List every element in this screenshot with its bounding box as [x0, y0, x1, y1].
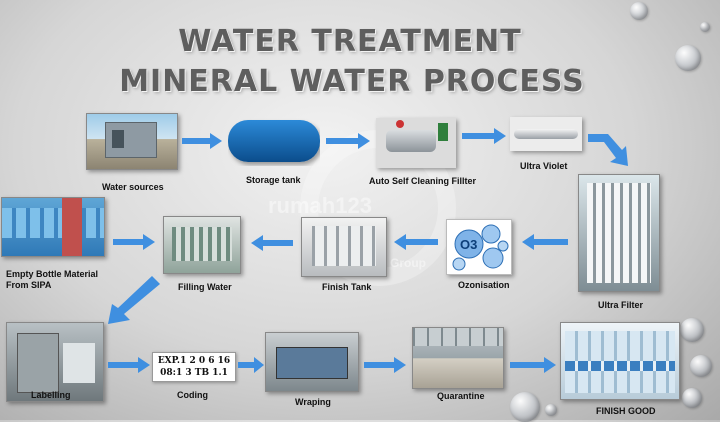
watermark-text: rumah123 [268, 193, 372, 218]
label-ultra-violet: Ultra Violet [520, 161, 568, 171]
label-ultra-filter: Ultra Filter [598, 300, 644, 310]
ozonisation-image: O3 [446, 219, 512, 275]
arrow-right [510, 357, 556, 373]
decorative-bubble [545, 404, 557, 416]
title-line-1: WATER TREATMENT [178, 24, 522, 59]
arrow-right [108, 357, 150, 373]
watermark-sub: Group [390, 256, 426, 270]
decorative-bubble [630, 2, 648, 20]
arrow-bend-down [588, 134, 628, 166]
coding-line-2: 08:1 3 TB 1.1 [160, 368, 228, 378]
wraping-photo [265, 332, 359, 392]
label-quarantine: Quarantine [437, 391, 485, 401]
watermark-logo: rumah123 [268, 193, 372, 219]
coding-line-1: EXP.1 2 0 6 16 [157, 356, 231, 366]
arrow-diagonal-down-left [108, 276, 160, 324]
label-auto-filter: Auto Self Cleaning Fillter [369, 176, 477, 186]
label-filling-water: Filling Water [178, 282, 232, 292]
arrow-right [113, 234, 155, 250]
decorative-bubble [682, 388, 702, 408]
arrow-right [326, 133, 370, 149]
label-empty-bottle: Empty Bottle Material From SIPA [6, 269, 98, 291]
auto-filter-photo [376, 118, 456, 168]
ultra-violet-photo [510, 117, 582, 151]
arrow-right [182, 133, 222, 149]
decorative-bubble [675, 45, 701, 71]
decorative-bubble [690, 355, 712, 377]
label-water-sources: Water sources [102, 182, 164, 192]
label-labelling: Labelling [31, 390, 71, 400]
quarantine-photo [412, 327, 504, 389]
arrow-right [238, 357, 264, 373]
label-empty-bottle-line1: Empty Bottle Material [6, 269, 99, 279]
filling-water-photo [163, 216, 241, 274]
label-coding: Coding [177, 390, 208, 400]
ozone-molecule-icon: O3 [452, 224, 509, 271]
decorative-bubble [510, 392, 540, 422]
labelling-photo [6, 322, 104, 402]
label-finish-good: FINISH GOOD [596, 406, 656, 416]
label-ozonisation: Ozonisation [458, 280, 510, 290]
arrow-right [364, 357, 406, 373]
storage-tank-photo [228, 118, 320, 166]
label-empty-bottle-line2: From SIPA [6, 280, 52, 290]
title-line-2: MINERAL WATER PROCESS [119, 64, 585, 99]
finish-tank-photo [301, 217, 387, 277]
finish-good-photo [560, 322, 680, 400]
empty-bottle-photo [1, 197, 105, 257]
arrow-left [522, 234, 568, 250]
coding-sample: EXP.1 2 0 6 16 08:1 3 TB 1.1 [152, 352, 236, 382]
ultra-filter-photo [578, 174, 660, 292]
arrow-right [462, 128, 506, 144]
arrow-left [251, 235, 293, 251]
decorative-bubble [700, 22, 710, 32]
label-wraping: Wraping [295, 397, 331, 407]
ozone-label: O3 [460, 237, 477, 252]
arrow-left [394, 234, 438, 250]
label-finish-tank: Finish Tank [322, 282, 372, 292]
label-storage-tank: Storage tank [246, 175, 301, 185]
decorative-bubble [680, 318, 704, 342]
water-sources-photo [86, 113, 178, 170]
